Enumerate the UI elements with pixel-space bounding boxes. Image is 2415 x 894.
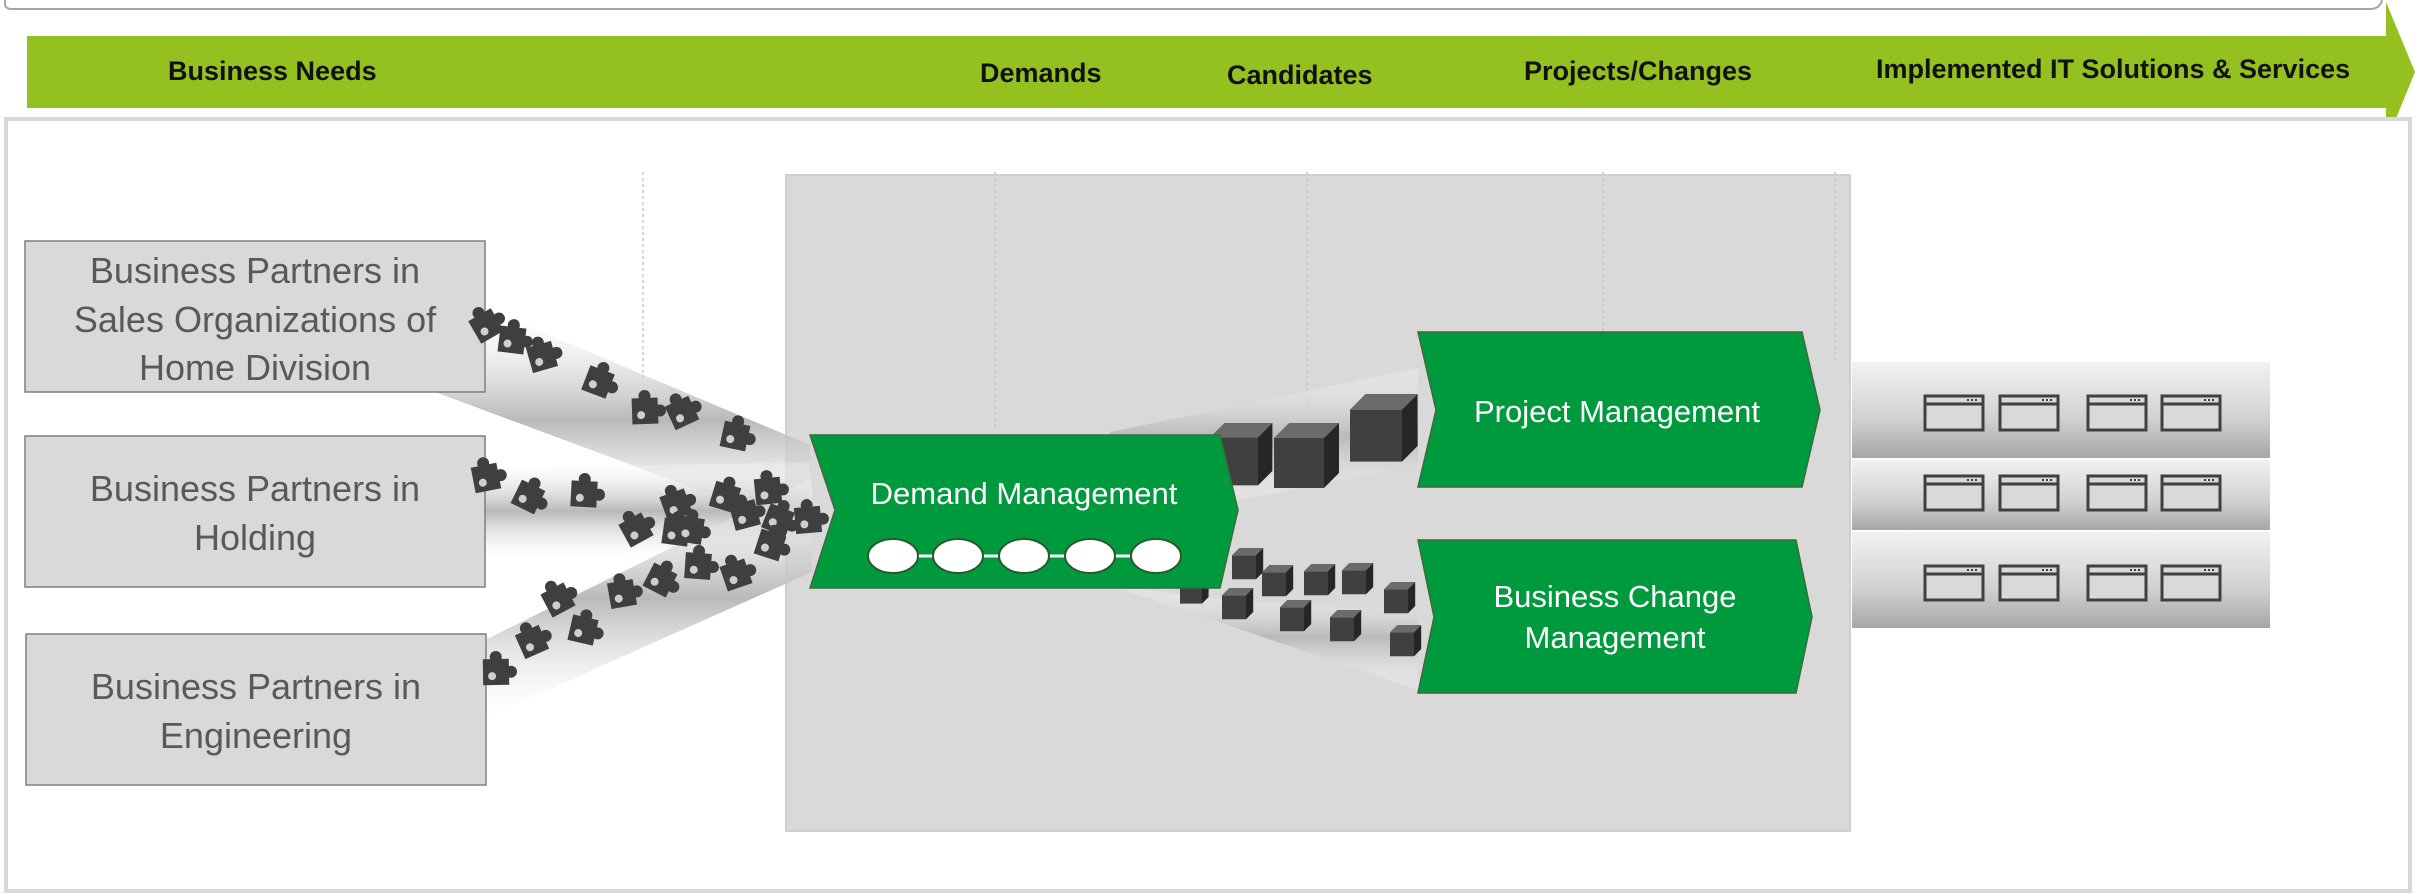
partner-label-line: Business Partners in (90, 468, 420, 509)
stage-label-business-needs: Business Needs (168, 56, 377, 86)
puzzle-piece-icon (753, 524, 791, 562)
puzzle-piece-icon (618, 510, 656, 548)
partner-label-line: Business Partners in (90, 250, 420, 291)
cube-icon (1232, 548, 1264, 580)
puzzle-piece-icon (510, 477, 548, 515)
oval-icon (1064, 538, 1116, 574)
stage-guide-lines (642, 172, 1836, 450)
cube-icon (1350, 394, 1418, 462)
partner-box-holding: Business Partners in Holding (24, 435, 486, 588)
puzzle-piece-icon (675, 509, 711, 545)
window-icon (1998, 564, 2060, 602)
puzzle-piece-icon (514, 622, 552, 660)
puzzle-piece-icon (642, 560, 680, 598)
window-icon (1923, 394, 1985, 432)
stage-label-implemented: Implemented IT Solutions & Services (1876, 54, 2350, 84)
window-icon (2086, 394, 2148, 432)
cube-icon (1222, 588, 1254, 620)
cube-icon (1330, 610, 1362, 642)
business-change-label-line: Business Change (1494, 579, 1737, 614)
cube-icon (1342, 563, 1374, 595)
cube-icon (1274, 423, 1339, 488)
puzzle-piece-icon (468, 307, 505, 344)
oval-icon (932, 538, 984, 574)
stage-label-demands: Demands (980, 58, 1102, 88)
puzzle-piece-icon (664, 393, 702, 431)
puzzle-piece-icon (729, 494, 766, 531)
business-change-label-line: Management (1525, 620, 1706, 655)
oval-icon (998, 538, 1050, 574)
partner-label-line: Business Partners in (91, 666, 421, 707)
puzzle-piece-icon (540, 580, 578, 618)
puzzle-piece-icon (793, 499, 829, 535)
project-management-box: Project Management (1417, 331, 1821, 488)
window-icon (1923, 474, 1985, 512)
partner-label-line: Home Division (139, 347, 371, 388)
puzzle-piece-icon (719, 415, 756, 452)
puzzle-pieces (468, 307, 829, 686)
oval-icon (867, 538, 919, 574)
window-icon (2160, 474, 2222, 512)
puzzle-piece-icon (719, 554, 757, 592)
puzzle-piece-icon (753, 470, 789, 506)
stage-arrow (27, 2, 2415, 143)
demand-management-label: Demand Management (871, 476, 1178, 511)
stream-engineering (485, 478, 812, 718)
stage-label-projects-changes: Projects/Changes (1524, 56, 1752, 86)
oval-icon (1130, 538, 1182, 574)
puzzle-piece-icon (482, 651, 517, 686)
demand-management-box: Demand Management (808, 434, 1239, 589)
top-frame (4, 0, 2383, 10)
cube-icon (1304, 564, 1336, 596)
partner-box-engineering: Business Partners in Engineering (25, 633, 487, 786)
window-icon (1923, 564, 1985, 602)
it-solutions-stack (1852, 362, 2270, 628)
puzzle-piece-icon (567, 609, 604, 646)
window-icon (2086, 474, 2148, 512)
it-solution-windows (1923, 394, 2222, 602)
window-icon (2160, 394, 2222, 432)
puzzle-piece-icon (631, 390, 666, 425)
partner-box-sales: Business Partners in Sales Organizations… (24, 240, 486, 393)
cube-icon (1262, 565, 1294, 597)
puzzle-piece-icon (684, 545, 719, 580)
partner-label-line: Engineering (160, 715, 352, 756)
cube-icon (1384, 582, 1416, 614)
candidate-cubes (1180, 394, 1422, 657)
demand-ovals (867, 538, 1182, 574)
puzzle-piece-icon (470, 457, 507, 494)
business-change-management-box: Business Change Management (1417, 539, 1813, 694)
cube-icon (1390, 625, 1422, 657)
window-icon (1998, 474, 2060, 512)
puzzle-piece-icon (570, 473, 605, 508)
window-icon (1998, 394, 2060, 432)
stage-label-candidates: Candidates (1227, 60, 1373, 90)
project-management-label: Project Management (1474, 394, 1760, 429)
puzzle-piece-icon (659, 484, 697, 522)
puzzle-piece-icon (525, 336, 563, 374)
partner-label-line: Sales Organizations of (74, 299, 437, 340)
puzzle-piece-icon (606, 573, 643, 610)
puzzle-piece-icon (497, 319, 533, 355)
window-icon (2160, 564, 2222, 602)
puzzle-piece-icon (581, 361, 619, 399)
cube-icon (1280, 600, 1312, 632)
window-icon (2086, 564, 2148, 602)
partner-label-line: Holding (194, 517, 316, 558)
